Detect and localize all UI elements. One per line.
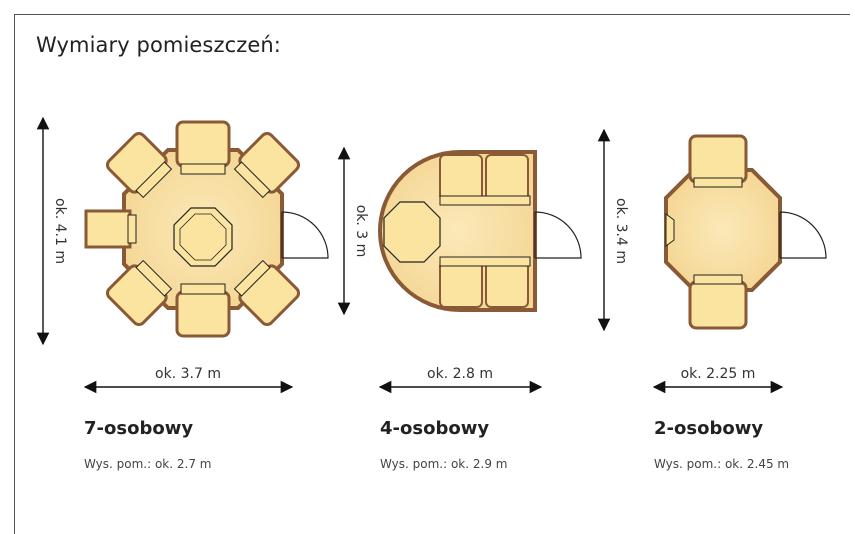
length-label: ok. 3.4 m: [613, 198, 629, 264]
door-swing: [534, 211, 582, 259]
seat: [439, 261, 483, 308]
seat: [688, 134, 748, 184]
width-label: ok. 2.25 m: [681, 366, 756, 382]
room-floor: [664, 168, 782, 292]
room-plan-7-person: [84, 120, 329, 338]
length-label: ok. 4.1 m: [52, 198, 68, 264]
seat-bottom: [175, 283, 231, 338]
door-swing: [281, 211, 329, 259]
seat-bottom-right: [233, 259, 301, 327]
seat-top-left: [105, 131, 173, 199]
seat: [485, 261, 529, 308]
width-label: ok. 3.7 m: [155, 366, 221, 382]
door-swing: [779, 211, 827, 259]
seat-left: [84, 209, 137, 249]
room-plan-4-person: [378, 150, 582, 312]
length-label: ok. 3 m: [353, 205, 369, 258]
seat: [485, 154, 529, 201]
room-plan-2-person: [664, 134, 827, 330]
width-label: ok. 2.8 m: [427, 366, 493, 382]
room-height-4: Wys. pom.: ok. 2.9 m: [380, 457, 508, 471]
diagram-frame: [14, 14, 850, 534]
sauna-stove: [665, 213, 675, 247]
room-name-4: 4-osobowy: [380, 418, 490, 439]
room-name-7: 7-osobowy: [84, 418, 194, 439]
seat-top: [175, 120, 231, 175]
room-height-7: Wys. pom.: ok. 2.7 m: [84, 457, 212, 471]
sauna-stove: [383, 201, 441, 263]
seat: [439, 154, 483, 201]
room-name-2: 2-osobowy: [654, 418, 764, 439]
seat-bottom-left: [105, 259, 173, 327]
page-title: Wymiary pomieszczeń:: [36, 33, 281, 57]
sauna-stove: [173, 207, 233, 267]
room-height-2: Wys. pom.: ok. 2.45 m: [654, 457, 790, 471]
seat-top-right: [233, 131, 301, 199]
seat: [688, 280, 748, 330]
